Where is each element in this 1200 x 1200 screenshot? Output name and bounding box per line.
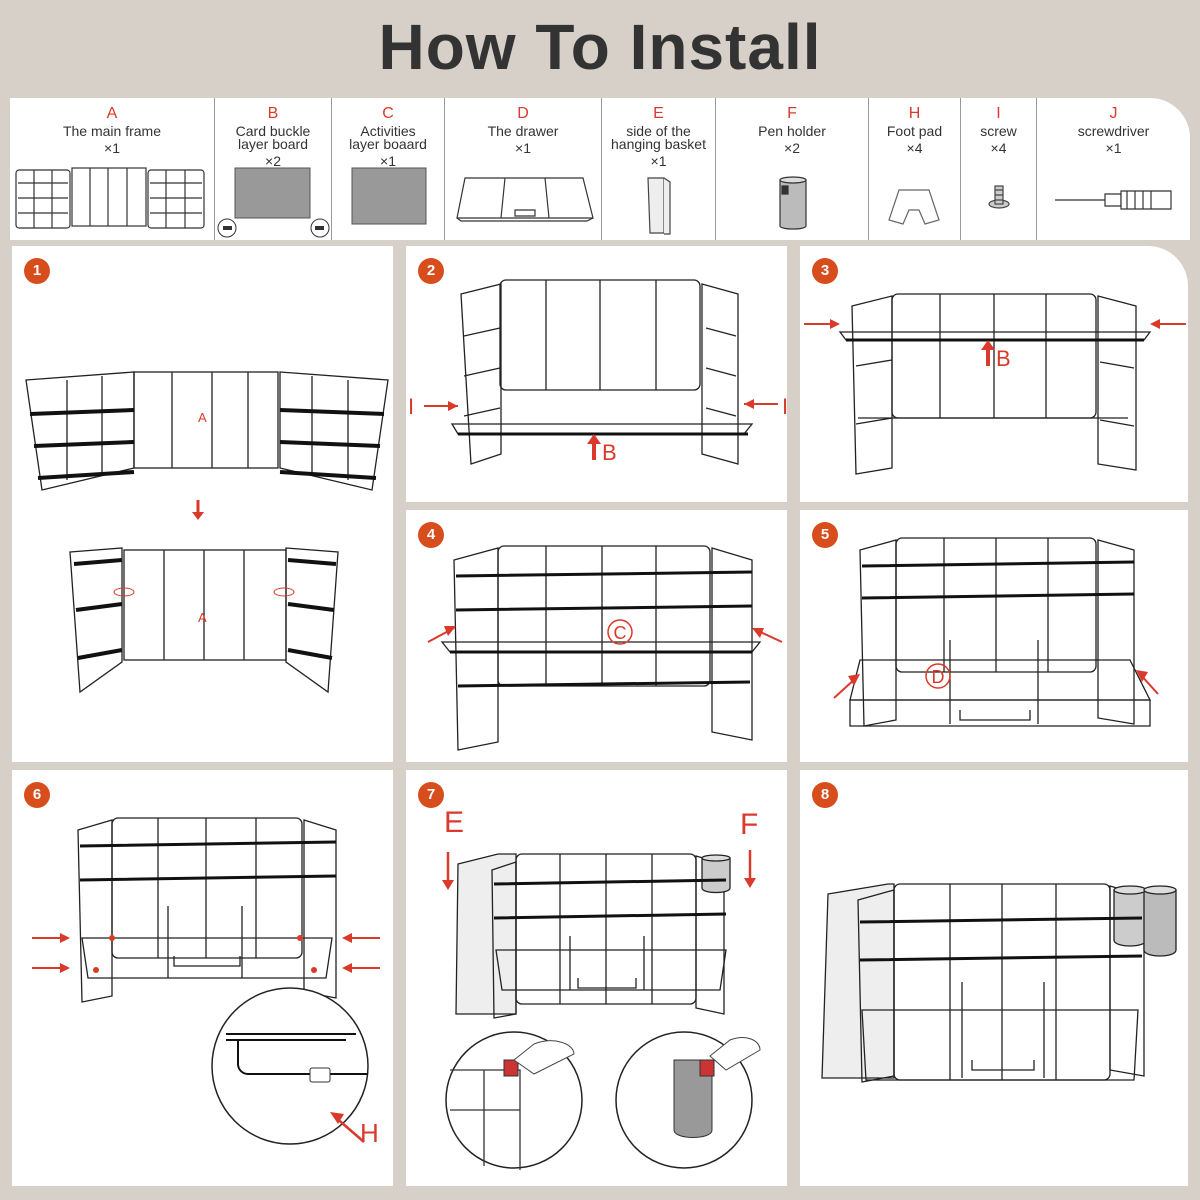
step-6-label-h: H xyxy=(360,1118,379,1148)
part-letter: J xyxy=(1109,105,1118,122)
step-1-illustration: A A xyxy=(25,371,389,694)
step-3-illustration: B xyxy=(804,293,1186,475)
step-7-label-f: F xyxy=(740,808,758,841)
part-letter: D xyxy=(517,105,529,122)
parts-list: A The main frame ×1 B Card buckle layer … xyxy=(10,98,1190,240)
part-qty: ×1 xyxy=(650,153,667,169)
part-letter: H xyxy=(908,105,921,122)
step-5-panel: 5 D xyxy=(800,510,1188,762)
part-letter: C xyxy=(382,105,394,122)
part-letter: A xyxy=(106,105,118,122)
step-number-badge: 7 xyxy=(418,782,444,808)
step-7-illustration: E F xyxy=(442,806,761,1170)
step-1-label-a-bottom: A xyxy=(198,610,207,625)
screw-icon xyxy=(988,185,1010,209)
step-5-illustration: D xyxy=(833,537,1159,727)
part-name: The drawer xyxy=(487,123,559,139)
part-screw: I screw ×4 xyxy=(961,98,1037,240)
part-pen-holder: F Pen holder ×2 xyxy=(716,98,869,240)
step-8-illustration xyxy=(821,883,1177,1083)
part-qty: ×1 xyxy=(1105,140,1122,156)
step-3-panel: 3 B xyxy=(800,246,1188,502)
part-drawer: D The drawer ×1 xyxy=(445,98,602,240)
part-name: screw xyxy=(980,123,1017,139)
pen-holder-icon xyxy=(779,176,807,230)
part-qty: ×1 xyxy=(515,140,531,156)
part-letter: B xyxy=(267,105,279,122)
part-main-frame: A The main frame ×1 xyxy=(10,98,215,240)
step-6-panel: 6 H xyxy=(12,770,393,1186)
step-1-panel: 1 A A xyxy=(12,246,393,762)
step-2-label-b: B xyxy=(602,440,617,465)
step-7-label-e: E xyxy=(444,806,464,839)
part-name: The main frame xyxy=(62,123,162,139)
step-number-badge: 6 xyxy=(24,782,50,808)
part-letter: I xyxy=(996,105,1001,122)
part-name: Pen holder xyxy=(758,123,826,139)
part-qty: ×1 xyxy=(104,140,120,156)
step-2-illustration: I I B xyxy=(408,279,787,465)
step-1-label-a-top: A xyxy=(198,410,207,425)
part-card-buckle-board: B Card buckle layer board ×2 xyxy=(215,98,332,240)
step-number-badge: 1 xyxy=(24,258,50,284)
part-qty: ×1 xyxy=(380,153,396,169)
step-4-label-c: C xyxy=(614,623,627,643)
step-number-badge: 4 xyxy=(418,522,444,548)
part-qty: ×2 xyxy=(265,153,281,169)
step-2-label-i-right: I xyxy=(782,394,787,419)
main-frame-icon xyxy=(15,167,205,229)
step-5-label-d: D xyxy=(932,667,945,687)
part-letter: F xyxy=(787,105,797,122)
part-qty: ×4 xyxy=(990,140,1007,156)
foot-pad-icon xyxy=(888,189,940,225)
step-4-illustration: C xyxy=(427,545,783,751)
step-number-badge: 8 xyxy=(812,782,838,808)
part-letter: E xyxy=(653,105,664,122)
step-number-badge: 3 xyxy=(812,258,838,284)
part-name: Foot pad xyxy=(886,123,943,139)
part-hanging-basket-side: E side of the hanging basket ×1 xyxy=(602,98,716,240)
step-2-label-i-left: I xyxy=(408,394,414,419)
step-number-badge: 2 xyxy=(418,258,444,284)
step-2-panel: 2 I I B xyxy=(406,246,787,502)
part-screwdriver: J screwdriver ×1 xyxy=(1037,98,1190,240)
step-6-illustration: H xyxy=(32,817,380,1148)
drawer-icon xyxy=(456,177,594,222)
hanging-basket-icon xyxy=(647,177,671,235)
step-7-panel: 7 E F xyxy=(406,770,787,1186)
part-name: screwdriver xyxy=(1077,123,1150,139)
part-foot-pad: H Foot pad ×4 xyxy=(869,98,961,240)
step-number-badge: 5 xyxy=(812,522,838,548)
part-name: Card buckle layer board xyxy=(235,123,311,152)
page-title: How To Install xyxy=(378,11,822,83)
activities-board-icon xyxy=(351,167,427,225)
part-qty: ×4 xyxy=(906,140,923,156)
part-name: side of the hanging basket xyxy=(611,123,706,152)
part-qty: ×2 xyxy=(784,140,800,156)
step-3-label-b: B xyxy=(996,346,1011,371)
step-4-panel: 4 C xyxy=(406,510,787,762)
layer-board-icon xyxy=(217,167,330,238)
step-8-panel: 8 xyxy=(800,770,1188,1186)
screwdriver-icon xyxy=(1055,190,1172,210)
part-name: Activities layer boaard xyxy=(349,123,427,152)
part-activities-board: C Activities layer boaard ×1 xyxy=(332,98,445,240)
